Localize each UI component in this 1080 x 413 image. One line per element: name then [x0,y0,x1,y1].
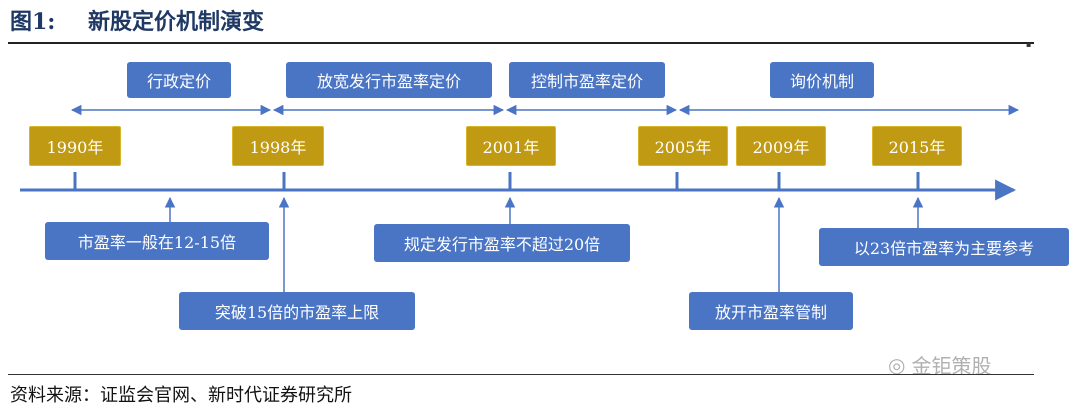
note-1998: 突破15倍的市盈率上限 [179,292,415,330]
bottom-rule [8,374,1034,375]
year-2005: 2005年 [638,126,728,166]
period-administrative-pricing: 行政定价 [127,62,231,98]
year-2009: 2009年 [736,126,826,166]
year-1998: 1998年 [232,126,324,166]
period-relaxed-pe-pricing: 放宽发行市盈率定价 [286,62,492,98]
year-1990: 1990年 [29,126,121,166]
corner-mark: ▪ [1026,40,1032,49]
figure-title-text: 新股定价机制演变 [88,9,265,35]
note-1990: 市盈率一般在12-15倍 [45,222,269,260]
period-controlled-pe-pricing: 控制市盈率定价 [509,62,665,98]
figure-title: 图1: 新股定价机制演变 [10,4,264,36]
year-2015: 2015年 [872,126,962,166]
source-note: 资料来源：证监会官网、新时代证券研究所 [10,385,352,406]
note-2015: 以23倍市盈率为主要参考 [819,228,1069,266]
note-2001: 规定发行市盈率不超过20倍 [374,224,630,262]
wechat-icon: ◎ [888,352,906,377]
year-2001: 2001年 [466,126,556,166]
figure-number: 图1: [10,9,56,35]
top-rule [8,42,1034,44]
period-inquiry-mechanism: 询价机制 [770,62,874,98]
note-2009: 放开市盈率管制 [689,292,853,330]
